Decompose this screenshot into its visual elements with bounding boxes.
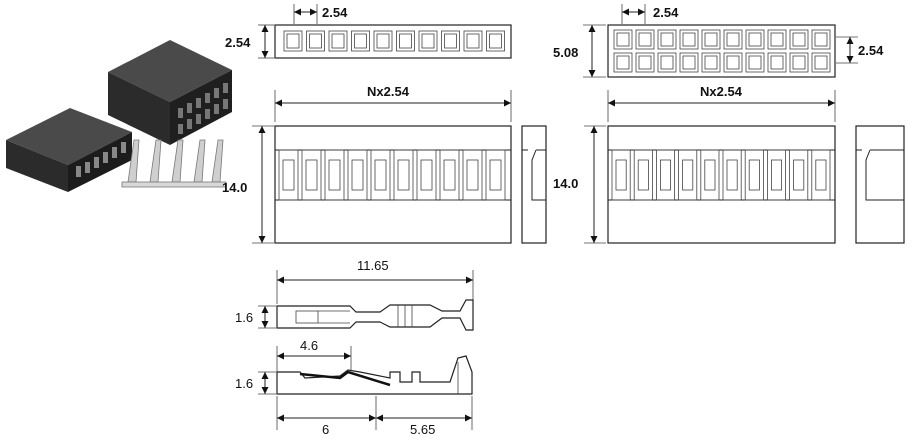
terminal-top-height-label: 1.6 — [235, 310, 253, 325]
double-row-cavity — [701, 52, 721, 73]
terminal-side-height-label: 1.6 — [235, 376, 253, 391]
double-row-cavity — [767, 29, 787, 50]
terminal-length-label: 11.65 — [357, 258, 389, 273]
double-row-side-view — [855, 125, 905, 244]
single-row-front-view: Nx2.54 14.0 — [222, 84, 512, 244]
housing-slot — [393, 149, 414, 201]
terminal-front-length-label: 6 — [322, 422, 329, 437]
double-row-cavity — [613, 52, 633, 73]
single-row-cavity — [306, 30, 325, 52]
single-row-cavity — [418, 30, 438, 52]
housing-slot — [700, 149, 720, 201]
terminal-crimp-length-label: 5.65 — [410, 422, 435, 437]
product-photo — [6, 40, 232, 192]
housing-slot — [611, 149, 631, 201]
single-body-height-label: 14.0 — [222, 180, 247, 195]
terminal-side-view: 4.6 1.6 6 5.65 — [235, 338, 473, 437]
housing-slot — [301, 149, 322, 201]
housing-slot — [416, 149, 437, 201]
housing-slot — [744, 149, 764, 201]
double-row-cavity — [679, 52, 699, 73]
single-row-cavity — [396, 30, 415, 52]
crimp-terminals-photo — [121, 139, 227, 188]
housing-slot — [485, 149, 506, 201]
double-row-housing-photo — [108, 40, 232, 145]
housing-slot — [811, 149, 831, 201]
housing-slot — [324, 149, 345, 201]
single-height-label: 2.54 — [225, 35, 251, 50]
housing-slot — [462, 149, 483, 201]
double-row-cavity — [723, 52, 743, 73]
housing-slot — [439, 149, 460, 201]
housing-slot — [722, 149, 742, 201]
single-row-cavity — [351, 30, 370, 52]
double-row-cavity — [767, 52, 787, 73]
double-row-cavity — [701, 29, 721, 50]
double-row-cavity — [635, 29, 655, 50]
double-row-cavity — [657, 29, 677, 50]
housing-slot — [278, 149, 299, 201]
single-row-housing-photo — [6, 108, 132, 192]
double-height-label: 5.08 — [553, 45, 578, 60]
double-row-cavity — [811, 52, 831, 73]
double-length-label: Nx2.54 — [700, 84, 743, 99]
double-row-cavity — [789, 52, 809, 73]
single-row-cavity — [328, 30, 348, 52]
double-row-cavity — [745, 29, 765, 50]
double-row-cavity — [635, 52, 655, 73]
double-body-height-label: 14.0 — [553, 176, 578, 191]
double-row-cavity — [723, 29, 743, 50]
single-row-top-view: 2.54 2.54 — [225, 4, 512, 59]
single-row-side-view — [521, 125, 547, 244]
double-row-top-view: 2.54 5.08 2.54 — [553, 4, 884, 78]
double-row-cavity — [789, 29, 809, 50]
single-row-cavity — [373, 30, 393, 52]
housing-slot — [767, 149, 787, 201]
double-row-cavity — [811, 29, 831, 50]
housing-slot — [633, 149, 653, 201]
single-row-cavity — [283, 30, 303, 52]
single-row-cavity — [486, 30, 505, 52]
single-row-cavity — [463, 30, 483, 52]
double-pitch-label: 2.54 — [653, 5, 679, 20]
housing-slot — [789, 149, 809, 201]
housing-slot — [347, 149, 368, 201]
double-row-cavity — [657, 52, 677, 73]
double-row-front-view: Nx2.54 14.0 — [553, 84, 836, 244]
housing-slot — [370, 149, 391, 201]
terminal-top-view: 11.65 1.6 — [235, 258, 474, 331]
single-row-cavity — [441, 30, 460, 52]
double-row-cavity — [679, 29, 699, 50]
double-row-pitch-label: 2.54 — [858, 43, 884, 58]
single-pitch-label: 2.54 — [322, 5, 348, 20]
terminal-contact-length-label: 4.6 — [300, 338, 318, 353]
double-row-cavity — [613, 29, 633, 50]
housing-slot — [678, 149, 698, 201]
single-length-label: Nx2.54 — [367, 84, 410, 99]
housing-slot — [656, 149, 676, 201]
double-row-cavity — [745, 52, 765, 73]
